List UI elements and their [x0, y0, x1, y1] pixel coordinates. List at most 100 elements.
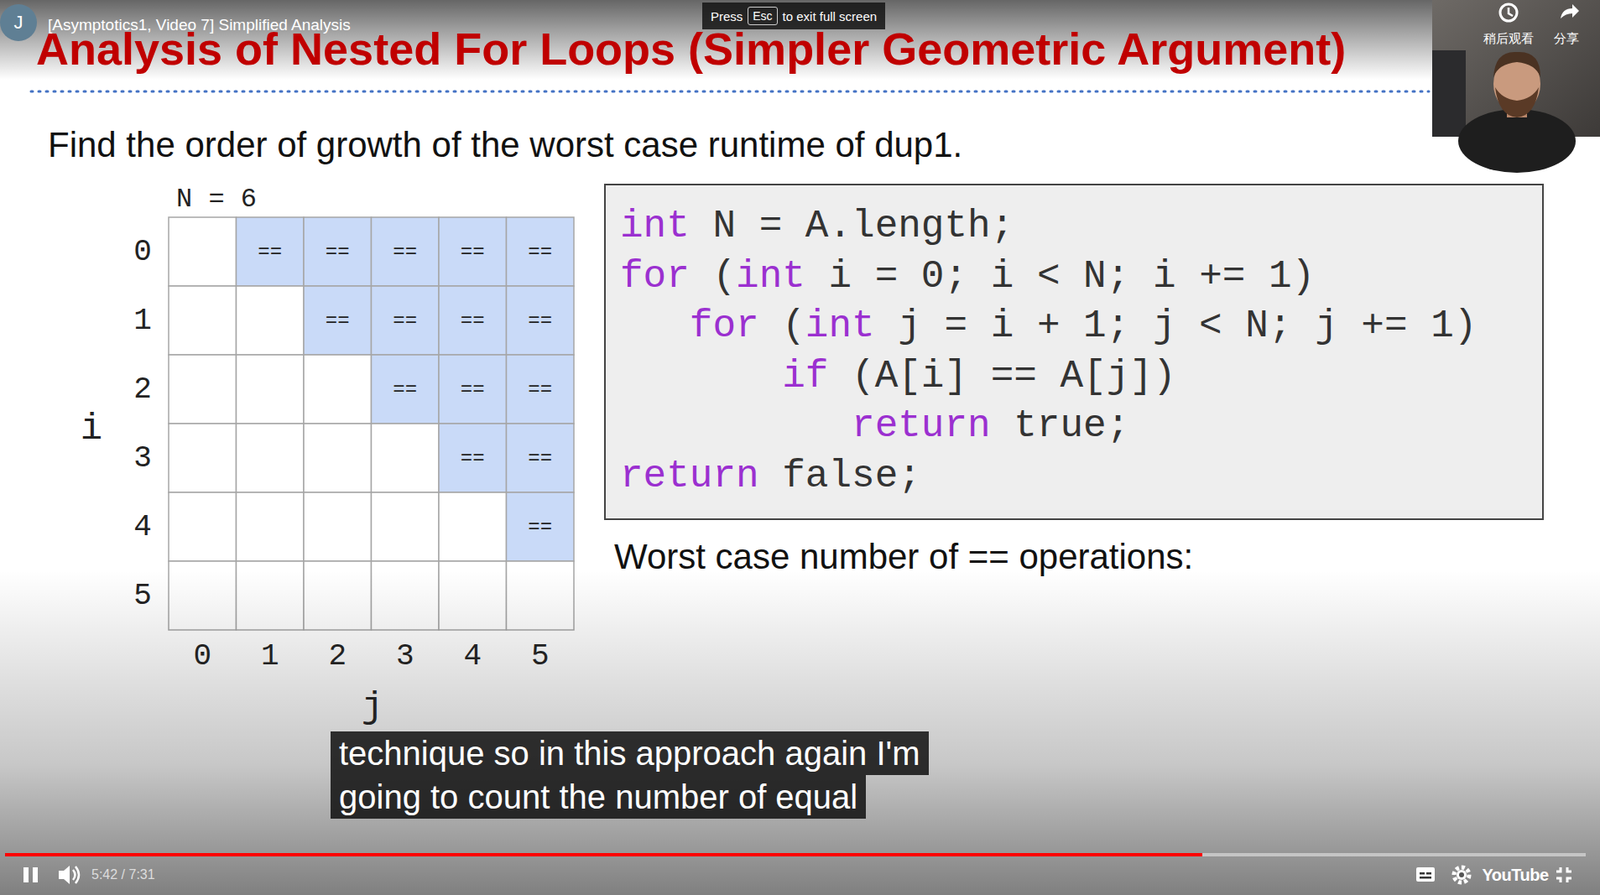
column-index: 5	[531, 639, 550, 674]
dotted-rule	[31, 90, 1429, 94]
equals-mark: ==	[527, 240, 553, 264]
size-note: N = 6	[176, 183, 257, 215]
time-display: 5:42 / 7:31	[91, 867, 156, 883]
grid-cell	[438, 492, 507, 562]
grid-cell	[236, 286, 305, 355]
code-keyword: return	[620, 454, 760, 499]
column-index: 2	[328, 639, 347, 674]
share-label: 分享	[1553, 31, 1580, 47]
compared-cell	[371, 354, 440, 424]
equals-mark: ==	[460, 378, 485, 402]
equals-mark: ==	[527, 378, 553, 402]
key-label: Esc	[752, 9, 772, 23]
compared-cell	[371, 286, 440, 355]
grid-cell	[303, 354, 372, 424]
row-index: 2	[133, 372, 152, 407]
video-title: [Asymptotics1, Video 7] Simplified Analy…	[47, 15, 351, 35]
subtitle-box: going to count the number of equal	[330, 775, 866, 819]
code-token: (	[712, 255, 736, 299]
row-index: 3	[133, 441, 152, 476]
pause-icon	[23, 867, 29, 883]
axis-label: j	[361, 686, 384, 729]
equals-mark: ==	[460, 447, 485, 470]
fullscreen-hint: Press Esc to exit full screen	[702, 2, 886, 30]
progress-played	[5, 853, 1203, 857]
grid-cell	[303, 423, 372, 493]
channel-avatar: J	[0, 4, 37, 42]
code-token: i = 0; i < N; i += 1)	[828, 255, 1315, 299]
grid-cell	[236, 354, 305, 424]
code-line: if (A[i] == A[j])	[781, 351, 1176, 402]
compared-cell	[506, 423, 575, 493]
bottom-shade	[0, 570, 1600, 895]
row-index: 0	[133, 234, 152, 270]
code-token: (	[781, 304, 806, 349]
pause-icon	[32, 867, 38, 883]
grid-cell	[236, 423, 305, 493]
hint-text: Press	[710, 9, 743, 24]
code-token: N = A.length;	[712, 204, 1014, 249]
comparison-grid	[168, 217, 574, 631]
code-token: false;	[781, 454, 922, 499]
avatar-letter: J	[14, 11, 24, 34]
equals-mark: ==	[527, 515, 553, 539]
code-token: j = i + 1; j < N; j += 1)	[897, 304, 1477, 349]
subtitle-text: technique so in this approach again I'm	[338, 734, 921, 772]
compared-cell	[371, 217, 440, 287]
settings-icon	[1454, 867, 1470, 883]
code-keyword: int	[735, 255, 806, 299]
code-box: int N = A.length;for (int i = 0; i < N; i +…	[604, 183, 1544, 521]
compared-cell	[506, 286, 575, 355]
key-cap: Esc	[747, 6, 777, 26]
subtitle-text: going to count the number of equal	[338, 778, 858, 816]
grid-cell	[168, 286, 237, 355]
grid-cell	[168, 492, 237, 562]
code-token: (A[i] == A[j])	[851, 354, 1176, 399]
code-keyword: for	[620, 255, 690, 299]
equals-mark: ==	[460, 240, 485, 264]
webcam-inset	[1432, 0, 1600, 173]
grid-cell	[236, 492, 305, 562]
subtitle-box: technique so in this approach again I'm	[330, 731, 929, 776]
compared-cell	[303, 286, 372, 355]
captions-icon	[1416, 867, 1435, 882]
code-line: return true;	[851, 401, 1130, 452]
volume-icon	[58, 865, 79, 885]
equals-mark: ==	[527, 447, 553, 470]
compared-cell	[236, 217, 305, 287]
hint-text: to exit full screen	[782, 9, 878, 24]
equals-mark: ==	[527, 309, 553, 333]
grid-cell	[303, 492, 372, 562]
compared-cell	[438, 217, 507, 287]
question-text: Find the order of growth of the worst ca…	[47, 125, 963, 166]
grid-cell	[371, 492, 440, 562]
compared-cell	[303, 217, 372, 287]
compared-cell	[506, 217, 575, 287]
watch-later-label: 稍后观看	[1483, 31, 1534, 47]
code-line: return false;	[620, 451, 922, 502]
code-token: true;	[1013, 404, 1130, 449]
top-shade	[0, 0, 1600, 80]
grid-cell	[168, 217, 237, 287]
grid-cell	[168, 423, 237, 493]
code-line: for(intj = i + 1; j < N; j += 1)	[689, 301, 1478, 352]
row-index: 4	[133, 510, 152, 545]
row-index: 5	[133, 578, 152, 614]
axis-label: i	[80, 407, 103, 450]
equals-mark: ==	[325, 240, 350, 264]
code-line: for (int i = 0; i < N; i += 1)	[620, 251, 1315, 303]
equals-mark: ==	[392, 240, 417, 264]
prompt-text: Worst case number of == operations:	[614, 536, 1194, 578]
progress-track	[5, 853, 1586, 857]
equals-mark: ==	[460, 309, 485, 333]
compared-cell	[506, 492, 575, 562]
code-keyword: for	[689, 304, 760, 349]
column-index: 0	[192, 639, 212, 674]
code-keyword: return	[851, 404, 991, 449]
code-keyword: if	[781, 354, 829, 399]
brand-logo: YouTube	[1481, 865, 1548, 886]
compared-cell	[438, 354, 507, 424]
column-index: 1	[260, 639, 280, 674]
